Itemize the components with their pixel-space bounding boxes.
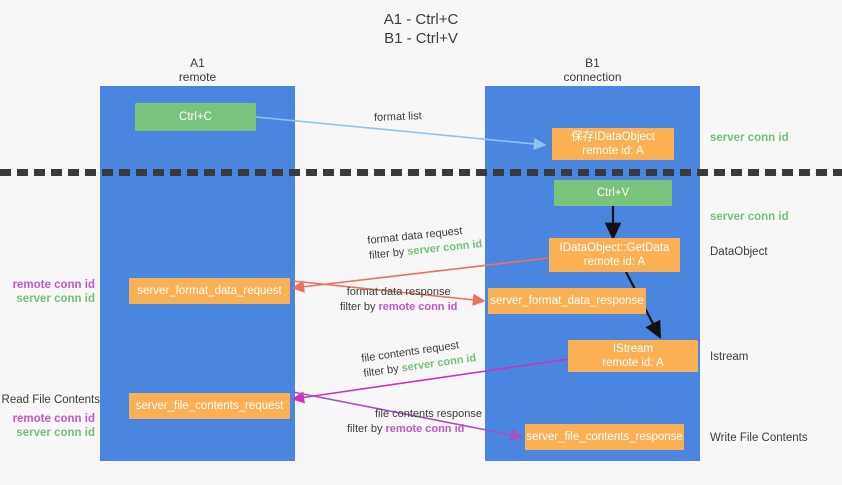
label-read-file-contents: Read File Contents [1, 394, 100, 406]
lane-header-b1: B1 connection [563, 56, 622, 84]
label-format-data-request: format data request filter by server con… [367, 222, 483, 264]
label-server-conn-id-upper: server conn id [16, 293, 95, 305]
label-server-conn-id-mid: server conn id [710, 211, 789, 223]
label-istream: Istream [710, 351, 749, 363]
label-format-data-response: format data response filter by remote co… [340, 285, 457, 315]
label-format-data-response-line1: format data response [346, 286, 451, 298]
lane-header-a1: A1 remote [178, 56, 217, 84]
label-conn-ids-upper: remote conn id server conn id [0, 278, 95, 306]
label-format-list: format list [373, 110, 422, 124]
phase-divider-dashed-line [0, 169, 842, 176]
box-save-idataobject[interactable]: 保存IDataObject remote id: A [552, 128, 674, 160]
label-server-conn-id-top: server conn id [710, 132, 789, 144]
label-read-file-contents-group: Read File Contents [0, 393, 100, 407]
label-remote-conn-id-upper: remote conn id [12, 279, 95, 291]
box-istream[interactable]: IStream remote id: A [568, 340, 698, 372]
box-ctrl-v[interactable]: Ctrl+V [554, 180, 672, 206]
label-conn-ids-lower: remote conn id server conn id [0, 412, 95, 440]
label-dataobject: DataObject [710, 246, 768, 258]
label-file-contents-response-line1: file contents response [375, 408, 483, 420]
box-server-format-data-response[interactable]: server_format_data_response [488, 288, 646, 314]
box-idataobject-getdata[interactable]: IDataObject::GetData remote id: A [549, 238, 680, 272]
box-server-file-contents-response[interactable]: server_file_contents_response [525, 424, 684, 450]
label-write-file-contents: Write File Contents [710, 432, 808, 444]
diagram-title: A1 - Ctrl+C B1 - Ctrl+V [383, 11, 459, 47]
label-remote-conn-id-lower: remote conn id [12, 413, 95, 425]
label-file-contents-request: file contents request filter by server c… [360, 336, 477, 382]
label-server-conn-id-lower: server conn id [16, 427, 95, 439]
label-file-contents-response: file contents response filter by remote … [347, 407, 483, 437]
box-server-file-contents-request[interactable]: server_file_contents_request [129, 393, 290, 419]
box-ctrl-c[interactable]: Ctrl+C [135, 103, 256, 131]
label-format-data-response-line2: filter by remote conn id [340, 301, 458, 313]
label-file-contents-response-line2: filter by remote conn id [347, 423, 465, 435]
box-server-format-data-request[interactable]: server_format_data_request [129, 278, 290, 304]
